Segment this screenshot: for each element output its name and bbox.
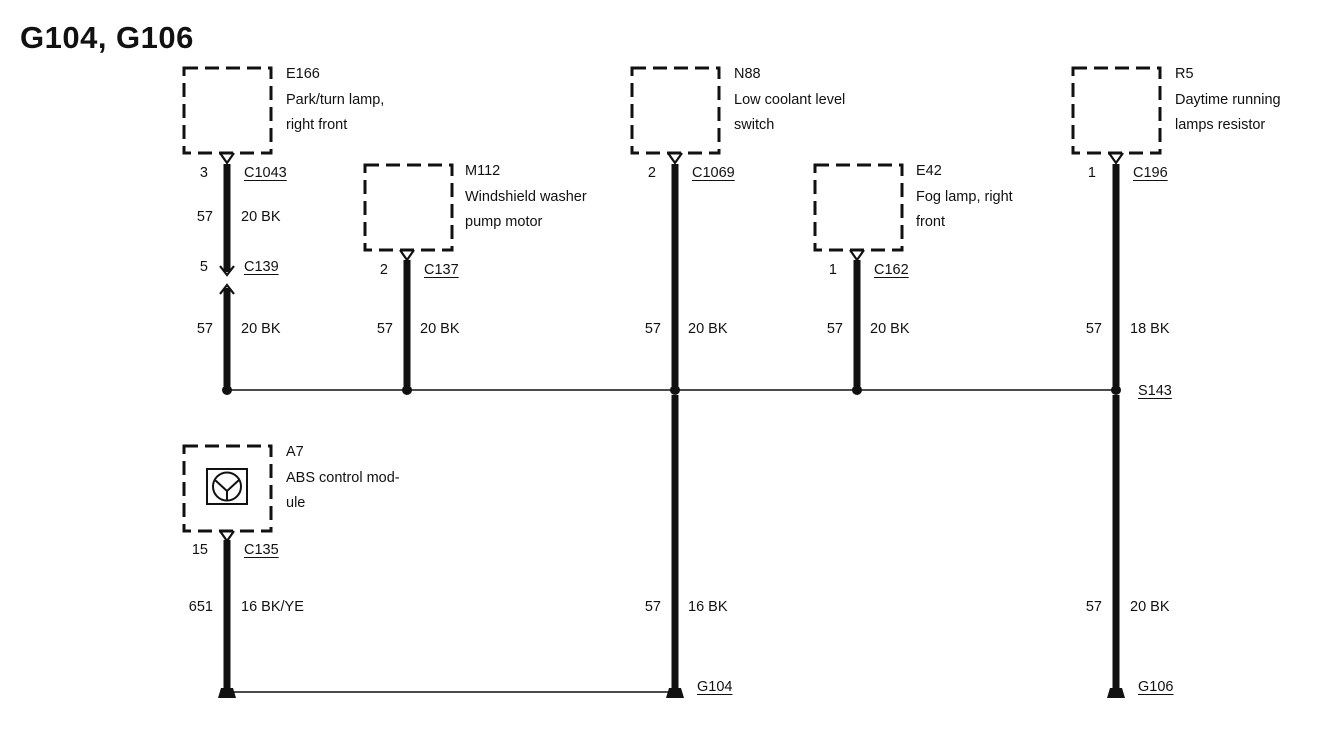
component-box-e166 [182,66,273,155]
component-box-m112 [363,163,454,252]
wire-circuit: 57 [1085,321,1102,337]
ground-icon [1107,688,1125,698]
connector-name: C162 [874,262,909,278]
wire-spec: 20 BK [1130,599,1170,615]
splice-dot [1111,385,1121,395]
component-label-a7: A7 ABS control mod- ule [286,444,400,511]
connector-name: C1043 [244,165,287,181]
pin-number: 2 [379,262,388,278]
ground-icon [218,688,236,698]
pin-number: 3 [199,165,208,181]
wire-circuit: 57 [826,321,843,337]
connector-arrow-c139-bottom [219,283,235,295]
wire-circuit: 57 [644,599,661,615]
connector-arrow-c137 [399,249,415,262]
wire-spec: 20 BK [420,321,460,337]
wire-spec: 20 BK [241,209,281,225]
connector-arrow-c135 [219,530,235,543]
pin-number: 1 [1087,165,1096,181]
component-label-e166: E166 Park/turn lamp, right front [286,66,385,133]
component-box-r5 [1071,66,1162,155]
splice-dot [852,385,862,395]
wire-spec: 20 BK [688,321,728,337]
pin-number: 1 [828,262,837,278]
connector-arrow-c139-top [219,265,235,277]
splice-label: S143 [1138,383,1172,399]
connector-name: C1069 [692,165,735,181]
wire-spec: 18 BK [1130,321,1170,337]
connector-name: C137 [424,262,459,278]
wire-circuit: 57 [196,209,213,225]
wire-circuit: 57 [196,321,213,337]
pin-number: 15 [191,542,208,558]
component-label-n88: N88 Low coolant level switch [734,66,846,133]
connector-name: C135 [244,542,279,558]
connector-name: C139 [244,259,279,275]
wire-spec: 20 BK [870,321,910,337]
wire-spec: 20 BK [241,321,281,337]
component-box-e42 [813,163,904,252]
ground-icon [666,688,684,698]
diagram-title: G104, G106 [20,20,194,55]
wire-circuit: 57 [376,321,393,337]
wire-circuit: 651 [188,599,213,615]
component-box-a7 [182,444,273,533]
connector-arrow-c196 [1108,152,1124,165]
splice-dot [670,385,680,395]
component-box-n88 [630,66,721,155]
abs-module-icon [206,468,248,505]
wire-circuit: 57 [1085,599,1102,615]
component-label-e42: E42 Fog lamp, right front [916,163,1013,230]
connector-arrow-c162 [849,249,865,262]
connector-name: C196 [1133,165,1168,181]
component-label-r5: R5 Daytime running lamps resistor [1175,66,1281,133]
splice-dot [222,385,232,395]
connector-arrow-c1069 [667,152,683,165]
wire-spec: 16 BK [688,599,728,615]
pin-number: 5 [199,259,208,275]
connector-arrow-c1043 [219,152,235,165]
ground-label-g106: G106 [1138,679,1174,695]
pin-number: 2 [647,165,656,181]
wire-circuit: 57 [644,321,661,337]
ground-label-g104: G104 [697,679,733,695]
component-label-m112: M112 Windshield washer pump motor [465,163,587,230]
wire-spec: 16 BK/YE [241,599,304,615]
splice-dot [402,385,412,395]
